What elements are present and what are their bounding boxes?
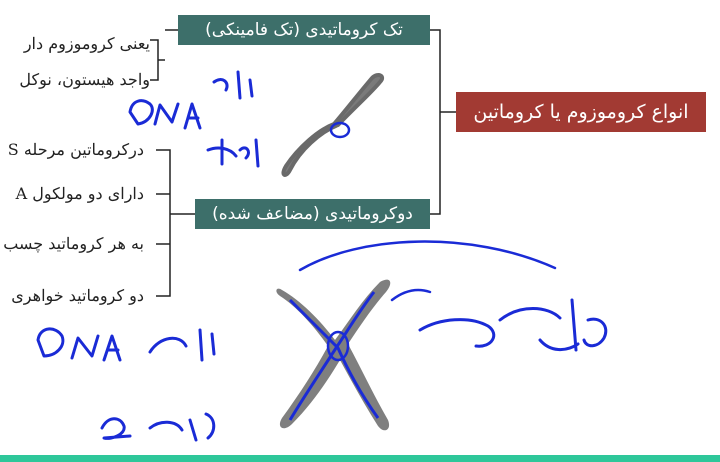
x-chromosome-icon — [276, 279, 391, 431]
single-note-1: یعنی کروموزوم دار — [23, 34, 150, 53]
double-note-4: دو کروماتید خواهری — [11, 286, 144, 305]
double-note-1: درکروماتین مرحله S — [7, 140, 144, 159]
handwriting-annotations — [36, 70, 608, 442]
double-note-3: به هر کروماتید چسب — [3, 234, 144, 253]
single-chromatid-icon — [281, 73, 385, 177]
bottom-accent-bar — [0, 455, 720, 462]
double-chromatid-box: دوکروماتیدی (مضاعف شده) — [195, 199, 430, 229]
single-note-2: واجد هیستون، نوکل — [19, 70, 150, 89]
single-chromatid-box: تک کروماتیدی (تک فامینکی) — [178, 15, 430, 45]
double-note-2: دارای دو مولکول A — [15, 184, 144, 203]
root-box: انواع کروموزوم یا کروماتین — [456, 92, 706, 132]
